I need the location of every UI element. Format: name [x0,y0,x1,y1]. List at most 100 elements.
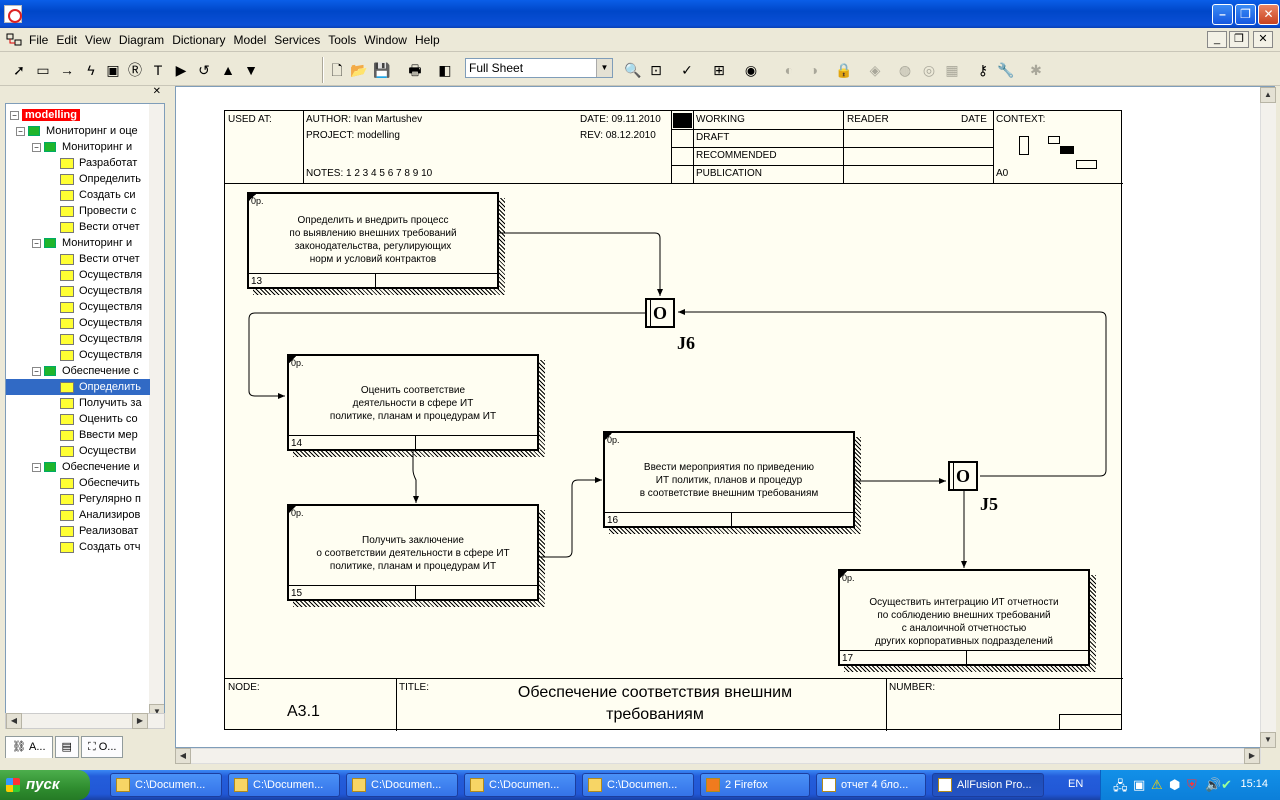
tray-app-icon[interactable]: ▣ [1133,777,1146,792]
pane-close-icon[interactable]: ✕ [152,86,161,97]
tree-item[interactable]: −Мониторинг и [32,235,132,251]
tree-item[interactable]: Создать си [48,187,136,203]
close-button[interactable]: ✕ [1258,4,1279,25]
activity-box[interactable]: 0р. Осуществить интеграцию ИТ отчетности… [838,569,1090,666]
tab-activities[interactable]: ⛓ А... [5,736,53,758]
taskbar-button[interactable]: 2 Firefox [700,773,810,797]
tree-item[interactable]: Определить [48,171,141,187]
tree-item[interactable]: −Мониторинг и оце [16,123,138,139]
scroll-down-icon[interactable]: ▼ [1260,732,1276,748]
tree-item[interactable]: Определить [6,379,150,395]
scroll-left-icon[interactable]: ◀ [175,748,191,764]
taskbar-button[interactable]: AllFusion Pro... [932,773,1044,797]
activity-box-tool-icon[interactable]: ▭ [36,62,50,78]
tray-warning-icon[interactable]: ⚠ [1151,777,1163,792]
tree-item[interactable]: Осуществля [48,267,142,283]
taskbar-button[interactable]: C:\Documen... [464,773,576,797]
tree-item[interactable]: Реализоват [48,523,138,539]
tree-item[interactable]: Осуществи [48,443,136,459]
tray-device-icon[interactable]: ⬢ [1169,777,1181,792]
collapse-icon[interactable]: − [32,366,41,376]
tree-item[interactable]: Осуществля [48,331,142,347]
menu-help[interactable]: Help [414,33,440,47]
scroll-right-icon[interactable]: ▶ [1244,748,1260,764]
menu-model[interactable]: Model [233,33,267,47]
taskbar-button[interactable]: C:\Documen... [110,773,222,797]
print-icon[interactable]: 🖶 [408,62,422,78]
language-indicator[interactable]: EN [1068,778,1084,790]
wrench-icon[interactable]: 🔧 [997,62,1015,78]
tree-item[interactable]: Оценить со [48,411,138,427]
taskbar-button[interactable]: C:\Documen... [346,773,458,797]
taskbar-button[interactable]: C:\Documen... [582,773,694,797]
tree-item[interactable]: Анализиров [48,507,140,523]
model-tree-icon[interactable]: ⊞ [713,62,725,78]
tree-item[interactable]: Вести отчет [48,219,140,235]
tree-item[interactable]: Создать отч [48,539,141,555]
menu-tools[interactable]: Tools [328,33,357,47]
scroll-up-icon[interactable]: ▲ [1260,87,1276,103]
model-explorer-icon[interactable]: ◧ [438,62,452,78]
go-to-parent-icon[interactable]: ▲ [221,62,235,78]
collapse-icon[interactable]: − [32,462,41,472]
mdi-close-button[interactable]: ✕ [1253,31,1273,48]
maximize-button[interactable]: ❐ [1235,4,1256,25]
squiggle-tool-icon[interactable]: ϟ [87,62,95,78]
zoom-icon[interactable]: 🔍 [624,62,642,78]
open-folder-icon[interactable]: 📂 [350,62,368,78]
key-icon[interactable]: ⚷ [977,62,989,78]
canvas-vertical-scrollbar[interactable]: ▲ ▼ [1260,87,1276,748]
mdi-minimize-button[interactable]: _ [1207,31,1227,48]
tree-item[interactable]: Обеспечить [48,475,140,491]
reference-tool-icon[interactable]: ▣ [106,62,120,78]
navigator-icon[interactable]: ◉ [744,62,758,78]
menu-diagram[interactable]: Diagram [118,33,165,47]
collapse-icon[interactable]: − [32,142,41,152]
undo-icon[interactable]: ↺ [198,62,210,78]
tree-item[interactable]: Провести с [48,203,136,219]
zoom-fit-icon[interactable]: ⊡ [650,62,662,78]
tree-item[interactable]: −Обеспечение и [32,459,139,475]
tree-item[interactable]: Вести отчет [48,251,140,267]
app-icon[interactable] [4,5,22,23]
scroll-right-icon[interactable]: ▶ [132,713,148,729]
tree-item[interactable]: Осуществля [48,315,142,331]
mdi-restore-button[interactable]: ❐ [1229,31,1249,48]
ref-r-tool-icon[interactable]: Ⓡ [128,62,142,78]
menu-view[interactable]: View [85,33,111,47]
tree-item[interactable]: Осуществля [48,347,142,363]
go-to-child-icon[interactable]: ▶ [175,62,187,78]
taskbar-button[interactable]: C:\Documen... [228,773,340,797]
collapse-icon[interactable]: − [32,238,41,248]
collapse-icon[interactable]: − [16,126,25,136]
sheet-size-select[interactable]: Full Sheet ▼ [465,58,613,78]
go-to-sibling-icon[interactable]: ▼ [244,62,258,78]
tree-item[interactable]: Ввести мер [48,427,138,443]
menu-dictionary[interactable]: Dictionary [172,33,226,47]
save-icon[interactable]: 💾 [373,62,391,78]
tray-volume-icon[interactable]: 🔊 [1205,777,1222,792]
taskbar-button[interactable]: отчет 4 бло... [816,773,926,797]
tree-item[interactable]: Осуществля [48,299,142,315]
activity-box[interactable]: 0р. Ввести мероприятия по приведению ИТ … [603,431,855,528]
menu-edit[interactable]: Edit [56,33,78,47]
scroll-left-icon[interactable]: ◀ [6,713,22,729]
chevron-down-icon[interactable]: ▼ [596,59,612,77]
pointer-tool-icon[interactable]: ➚ [13,62,25,78]
junction-box[interactable]: O [645,298,675,328]
minimize-button[interactable]: – [1212,4,1233,25]
tree-vertical-scrollbar[interactable]: ▼ [149,104,164,720]
tree-item[interactable]: Регулярно п [48,491,141,507]
activity-box[interactable]: 0р. Оценить соответствие деятельности в … [287,354,539,451]
tree-root[interactable]: −modelling [10,107,80,123]
activity-box[interactable]: 0р. Получить заключение о соответствии д… [287,504,539,601]
spellcheck-icon[interactable]: ✓ [681,62,693,78]
tray-network-icon[interactable]: 🖧 [1113,778,1128,793]
tree-horizontal-scrollbar[interactable]: ◀ ▶ [5,713,165,729]
start-button[interactable]: пуск [0,770,90,800]
activity-tree[interactable]: −modelling ▼ −Мониторинг и оце −Мониторин… [5,103,165,721]
arrow-tool-icon[interactable]: → [60,62,74,78]
tab-objects[interactable]: ⛶ О... [80,736,124,758]
menu-services[interactable]: Services [274,33,321,47]
canvas-horizontal-scrollbar[interactable]: ◀ ▶ [175,748,1261,764]
